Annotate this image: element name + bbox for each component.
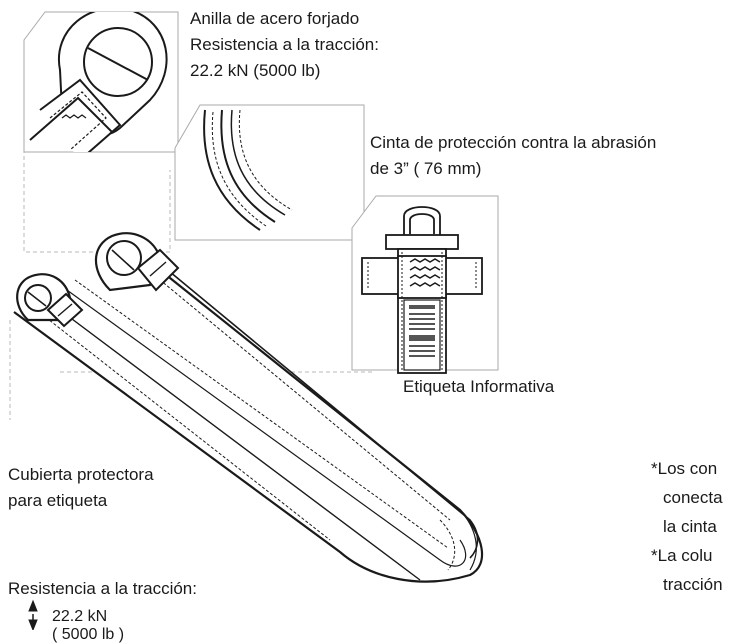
inset-strap-detail (174, 104, 365, 241)
callout-forged-ring: Anilla de acero forjado Resistencia a la… (190, 6, 379, 84)
cover-line-1: Cubierta protectora (8, 465, 154, 484)
inset-ring-detail (23, 11, 179, 153)
strength-values: 22.2 kN ( 5000 lb ) (52, 608, 124, 644)
main-strap (13, 232, 484, 583)
ring-line-3: 22.2 kN (5000 lb) (190, 61, 321, 80)
inset-info-tag (351, 195, 499, 374)
cover-line-2: para etiqueta (8, 491, 108, 510)
strength-lb: ( 5000 lb ) (52, 626, 125, 643)
notes-block: *Los con conecta la cinta *La colu tracc… (651, 454, 723, 599)
note-line: *La colu (651, 546, 713, 565)
strength-kn: 22.2 kN (52, 608, 108, 625)
callout-label-cover: Cubierta protectora para etiqueta (8, 462, 154, 514)
note-line: tracción (663, 575, 723, 594)
ring-line-1: Anilla de acero forjado (190, 9, 360, 28)
strap-line-1: Cinta de protección contra la abrasión (370, 133, 657, 152)
note-line: la cinta (663, 517, 717, 536)
strength-title: Resistencia a la tracción: (8, 579, 197, 598)
callout-info-label: Etiqueta Informativa (403, 377, 555, 396)
note-line: *Los con (651, 459, 718, 478)
ring-line-2: Resistencia a la tracción: (190, 35, 379, 54)
strap-line-2: de 3” ( 76 mm) (370, 159, 482, 178)
callout-abrasion-strap: Cinta de protección contra la abrasión d… (370, 130, 656, 182)
leader-info (60, 340, 373, 373)
double-arrow-icon (28, 599, 38, 630)
note-line: conecta (663, 488, 723, 507)
product-diagram (9, 11, 499, 630)
